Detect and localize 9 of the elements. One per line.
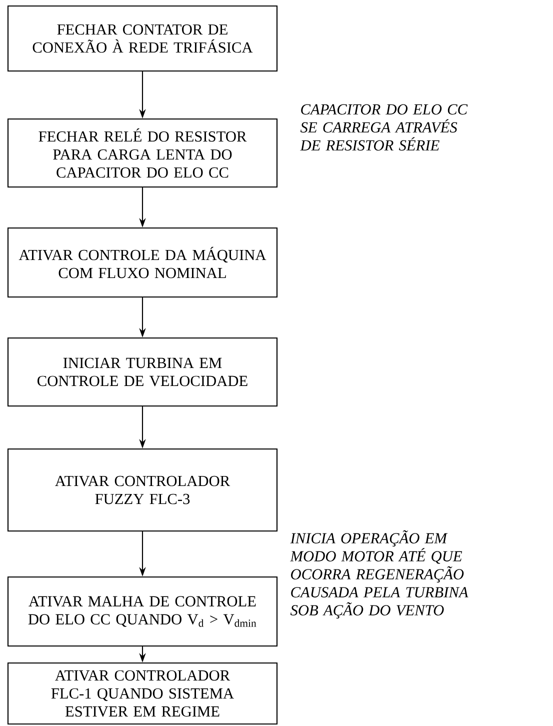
process-box: ATIVAR CONTROLADOR FLC-1 QUANDO SISTEMA ESTIVER EM REGIME	[7, 662, 278, 725]
process-box: ATIVAR MALHA DE CONTROLE DO ELO CC QUANDO V$_{d}$ > V$_{dmin}$	[7, 576, 278, 647]
process-box: FECHAR RELÉ DO RESISTOR PARA CARGA LENTA DO CAPACITOR DO ELO CC	[7, 118, 278, 188]
process-box: INICIAR TURBINA EM CONTROLE DE VELOCIDADE	[7, 337, 278, 407]
process-box: FECHAR CONTATOR DE CONEXÃO À REDE TRIFÁSICA	[7, 5, 278, 72]
note-text: INICIA OPERAÇÃO EM MODO MOTOR ATÉ QUE OCORRA REGENERAÇÃO CAUSADA PELA TURBINA SOB AÇÃO DO VENTO	[290, 530, 468, 618]
process-box: ATIVAR CONTROLADOR FUZZY FLC-3	[7, 448, 278, 532]
process-box: ATIVAR CONTROLE DA MÁQUINA COM FLUXO NOMINAL	[7, 227, 278, 298]
note-text: CAPACITOR DO ELO CC SE CARREGA ATRAVÉS DE RESISTOR SÉRIE	[300, 104, 468, 151]
